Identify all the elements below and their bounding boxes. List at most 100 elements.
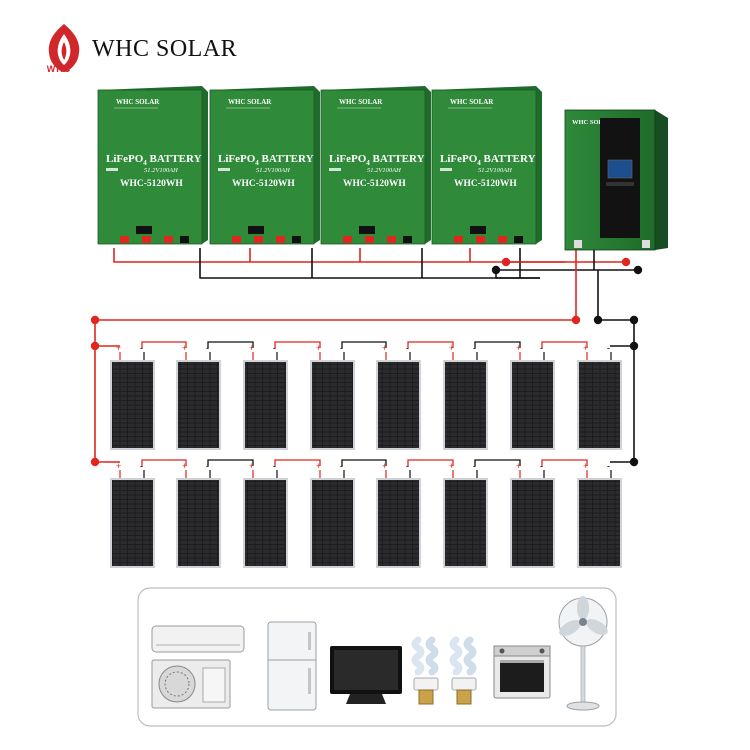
plus-terminal: + [516, 461, 521, 471]
positive-wire [113, 248, 565, 263]
solar-panel [310, 478, 355, 568]
plus-terminal: + [116, 343, 121, 353]
series-jumper [407, 459, 454, 466]
battery-brand: WHC SOLAR [116, 98, 160, 106]
battery-spec: 51.2V100AH [144, 167, 178, 174]
solar-panel [510, 360, 555, 450]
panel-terminals: +-+-+-+-+-+-+-+-+-+-+-+-+-+-+-+- [116, 341, 612, 478]
plus-terminal: + [249, 343, 254, 353]
battery-chemistry: LiFePO4 BATTERY [218, 153, 314, 167]
positive-junction [501, 257, 511, 267]
standing-fan-icon [558, 596, 608, 711]
air-conditioner-icon [151, 625, 245, 709]
series-jumper [474, 459, 521, 466]
plus-terminal: + [182, 343, 187, 353]
minus-terminal: - [140, 343, 143, 353]
plus-terminal: + [516, 343, 521, 353]
battery-chemistry: LiFePO4 BATTERY [329, 153, 425, 167]
battery-spec: 51.2V100AH [256, 167, 290, 174]
series-jumper [341, 341, 387, 348]
negative-junction [633, 265, 643, 275]
battery-model: WHC-5120WH [232, 179, 295, 189]
television-icon [330, 646, 402, 704]
solar-panel [577, 360, 622, 450]
plus-terminal: + [583, 461, 588, 471]
brand-name: WHC SOLAR [92, 36, 238, 62]
series-jumper [274, 459, 321, 466]
brand-logo [34, 20, 234, 80]
flame-logo-icon [48, 24, 80, 72]
solar-panel [310, 360, 355, 450]
plus-terminal: + [316, 343, 321, 353]
battery-chemistry: LiFePO4 BATTERY [106, 153, 202, 167]
minus-terminal: - [340, 461, 343, 471]
series-jumper [541, 459, 588, 466]
minus-terminal: - [273, 461, 276, 471]
negative-junction [629, 341, 639, 351]
minus-terminal: - [406, 461, 409, 471]
negative-junction [491, 265, 501, 275]
battery-model: WHC-5120WH [343, 179, 406, 189]
series-jumper [207, 459, 254, 466]
battery-brand: WHC SOLAR [228, 98, 272, 106]
minus-terminal: - [340, 343, 343, 353]
brand-mark-text: WHC [46, 64, 72, 74]
solar-panel [243, 478, 288, 568]
solar-panel [243, 360, 288, 450]
plus-terminal: + [449, 461, 454, 471]
series-jumper [141, 459, 187, 466]
series-jumper [474, 341, 521, 348]
battery-brand: WHC SOLAR [450, 98, 494, 106]
oven-icon [493, 645, 551, 699]
solar-panel [510, 478, 555, 568]
solar-panel [376, 478, 421, 568]
minus-terminal: - [206, 461, 209, 471]
positive-junction [621, 257, 631, 267]
solar-array [110, 360, 622, 568]
series-jumper [274, 341, 321, 348]
minus-terminal: - [607, 461, 610, 471]
plus-terminal: + [249, 461, 254, 471]
negative-wire [495, 270, 540, 279]
plus-terminal: + [382, 343, 387, 353]
cfl-bulb-icon [449, 636, 477, 705]
series-jumper [141, 341, 187, 348]
positive-junction [90, 341, 100, 351]
solar-panel [577, 478, 622, 568]
plus-terminal: + [182, 461, 187, 471]
minus-terminal: - [273, 343, 276, 353]
negative-junction [593, 315, 603, 325]
plus-terminal: + [382, 461, 387, 471]
minus-terminal: - [473, 461, 476, 471]
series-jumper [341, 459, 387, 466]
series-jumper [207, 341, 254, 348]
solar-panel [376, 360, 421, 450]
minus-terminal: - [406, 343, 409, 353]
battery-spec: 51.2V100AH [367, 167, 401, 174]
solar-panel [176, 360, 221, 450]
minus-terminal: - [540, 461, 543, 471]
inverter-unit: WHC SOLAR [564, 109, 668, 251]
battery-brand: WHC SOLAR [339, 98, 383, 106]
wire-junctions [90, 257, 643, 467]
minus-terminal: - [140, 461, 143, 471]
battery-chemistry: LiFePO4 BATTERY [440, 153, 536, 167]
minus-terminal: - [206, 343, 209, 353]
minus-terminal: - [607, 343, 610, 353]
inverter: WHC SOLAR [564, 109, 668, 251]
series-jumper [541, 341, 588, 348]
positive-junction [571, 315, 581, 325]
minus-terminal: - [473, 343, 476, 353]
positive-junction [90, 315, 100, 325]
inverter-lcd [607, 159, 633, 179]
battery-spec: 51.2V100AH [478, 167, 512, 174]
negative-junction [629, 315, 639, 325]
plus-terminal: + [449, 343, 454, 353]
solar-panel [110, 478, 155, 568]
